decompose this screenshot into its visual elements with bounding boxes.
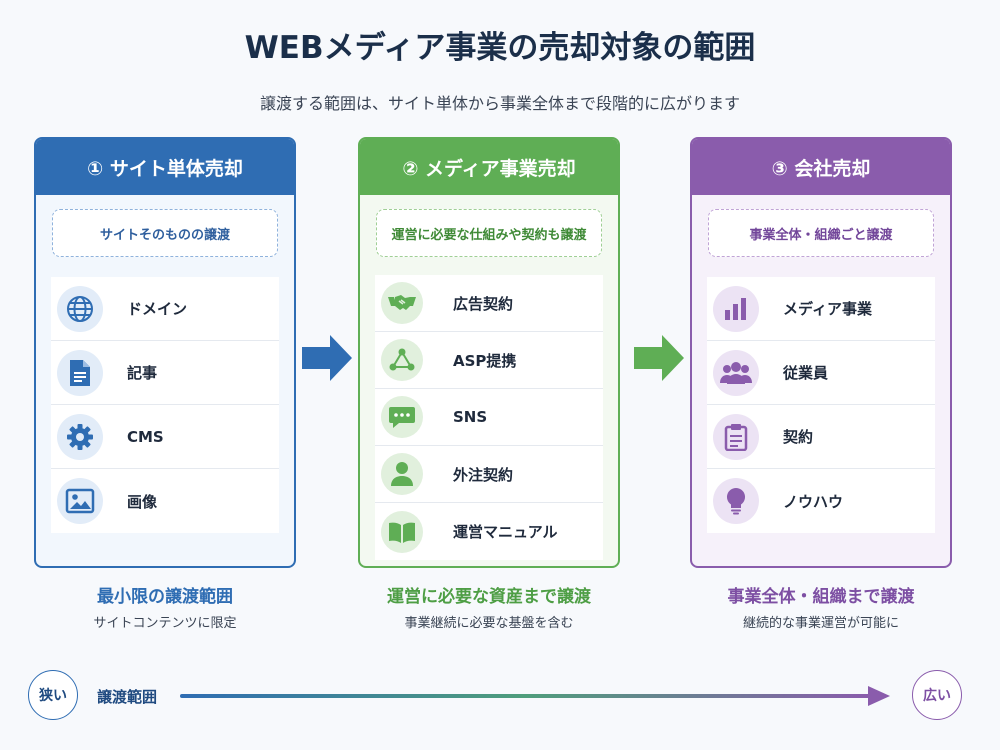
item-label: 記事 xyxy=(127,364,158,382)
list-item: ノウハウ xyxy=(707,469,935,533)
card-header: ③ 会社売却 xyxy=(692,139,950,195)
chat-bubble-icon xyxy=(381,396,423,438)
item-label: 画像 xyxy=(127,492,158,511)
card-media-business-sale: ② メディア事業売却 運営に必要な仕組みや契約も譲渡 広告契約 ASP提携 SN… xyxy=(358,137,620,568)
card-header: ① サイト単体売却 xyxy=(36,139,294,195)
item-list: メディア事業 従業員 契約 ノウハウ xyxy=(707,277,935,533)
list-item: CMS xyxy=(51,405,279,469)
list-item: ASP提携 xyxy=(375,332,603,389)
list-item: ドメイン xyxy=(51,277,279,341)
list-item: 画像 xyxy=(51,469,279,533)
footer-subtitle: サイトコンテンツに限定 xyxy=(93,616,237,631)
person-icon xyxy=(381,453,423,495)
card-site-sale: ① サイト単体売却 サイトそのものの譲渡 ドメイン 記事 CMS 画像 xyxy=(34,137,296,568)
footer-subtitle: 事業継続に必要な基盤を含む xyxy=(404,616,574,631)
scale-gradient-arrow xyxy=(180,686,890,706)
card-scope-pill: 運営に必要な仕組みや契約も譲渡 xyxy=(376,209,602,257)
handshake-icon xyxy=(381,282,423,324)
list-item: SNS xyxy=(375,389,603,446)
scale-wide-badge: 広い xyxy=(912,670,962,720)
item-label: 広告契約 xyxy=(453,294,514,313)
network-icon xyxy=(381,339,423,381)
clipboard-icon xyxy=(713,413,759,460)
footer-title: 運営に必要な資産まで譲渡 xyxy=(387,587,591,607)
item-list: ドメイン 記事 CMS 画像 xyxy=(51,277,279,533)
card-header: ② メディア事業売却 xyxy=(360,139,618,195)
list-item: 外注契約 xyxy=(375,446,603,503)
page-subtitle: 譲渡する範囲は、サイト単体から事業全体まで段階的に広がります xyxy=(259,94,740,113)
book-icon xyxy=(381,510,423,553)
arrow-right-icon xyxy=(634,335,684,381)
list-item: 記事 xyxy=(51,341,279,405)
list-item: 契約 xyxy=(707,405,935,469)
document-icon xyxy=(57,349,103,396)
globe-icon xyxy=(57,285,103,332)
footer-title: 最小限の譲渡範囲 xyxy=(97,587,233,607)
item-label: 契約 xyxy=(783,428,814,446)
item-label: SNS xyxy=(453,408,488,426)
card-company-sale: ③ 会社売却 事業全体・組織ごと譲渡 メディア事業 従業員 契約 ノウハウ xyxy=(690,137,952,568)
team-icon xyxy=(713,349,759,396)
list-item: 運営マニュアル xyxy=(375,503,603,560)
item-label: 従業員 xyxy=(783,364,829,382)
scale-narrow-badge: 狭い xyxy=(28,670,78,720)
list-item: 広告契約 xyxy=(375,275,603,332)
list-item: 従業員 xyxy=(707,341,935,405)
gear-icon xyxy=(57,413,103,460)
item-label: ASP提携 xyxy=(453,351,517,370)
item-label: メディア事業 xyxy=(783,300,872,318)
scale-label: 譲渡範囲 xyxy=(97,688,158,706)
image-icon xyxy=(57,478,103,524)
card-scope-pill: サイトそのものの譲渡 xyxy=(52,209,278,257)
card-scope-pill: 事業全体・組織ごと譲渡 xyxy=(708,209,934,257)
footer-subtitle: 継続的な事業運営が可能に xyxy=(742,616,899,631)
footer-title: 事業全体・組織まで譲渡 xyxy=(727,587,915,607)
bar-chart-icon xyxy=(713,285,759,332)
page-title: WEBメディア事業の売却対象の範囲 xyxy=(244,30,756,66)
item-label: ドメイン xyxy=(127,300,188,318)
item-label: ノウハウ xyxy=(783,492,844,511)
item-label: CMS xyxy=(127,427,164,446)
lightbulb-icon xyxy=(713,478,759,524)
item-label: 外注契約 xyxy=(453,465,514,484)
item-list: 広告契約 ASP提携 SNS 外注契約 運営マニュアル xyxy=(375,275,603,560)
item-label: 運営マニュアル xyxy=(453,523,558,541)
arrow-right-icon xyxy=(302,335,352,381)
list-item: メディア事業 xyxy=(707,277,935,341)
